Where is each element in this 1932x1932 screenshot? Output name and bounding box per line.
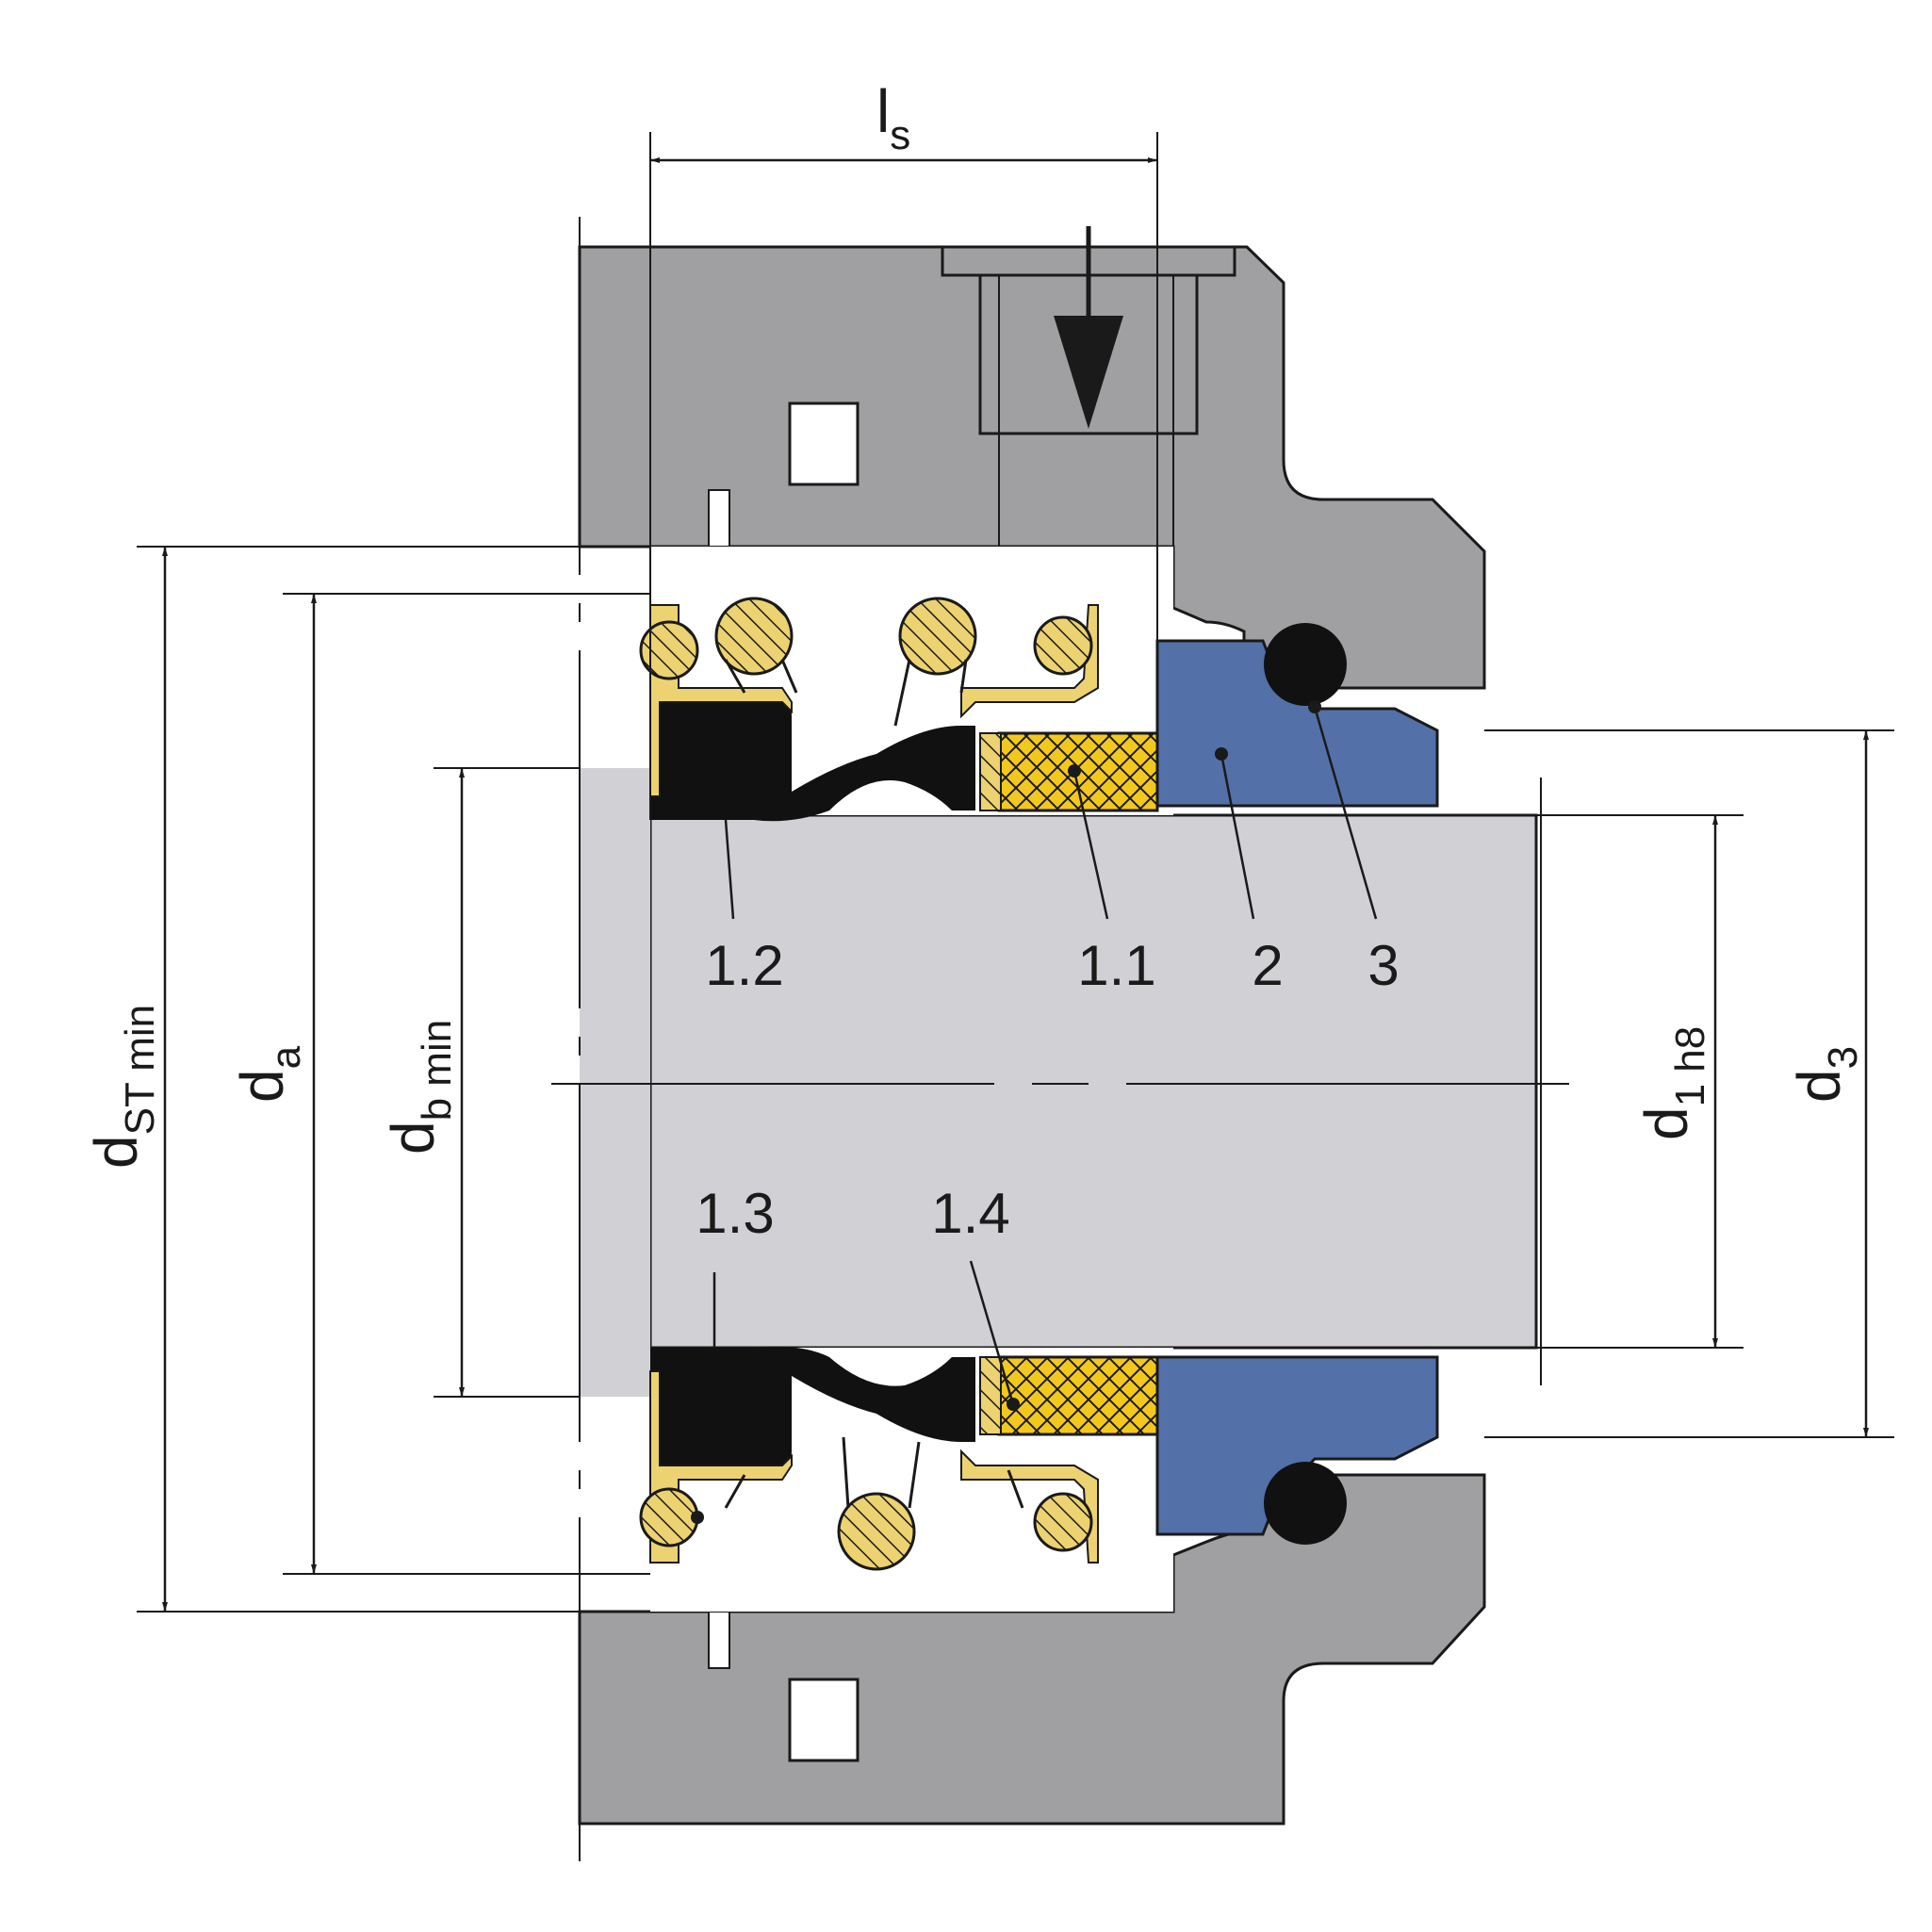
leader-lines (712, 706, 1378, 1405)
spring-coil (898, 597, 977, 676)
label-d-b-min: db min (379, 1020, 460, 1154)
case-1-4-bottom (960, 1449, 1099, 1564)
housing-groove-top (788, 401, 860, 486)
spring-coil (714, 597, 794, 676)
pin-arrow-head (1054, 316, 1123, 429)
label-1-1: 1.1 (1077, 934, 1155, 997)
seat-bottom (1155, 1355, 1439, 1536)
label-1-3: 1.3 (696, 1182, 774, 1245)
label-d-1-h8: d1 h8 (1632, 1026, 1713, 1140)
spring-coil (639, 620, 699, 680)
seat-oring-bottom (1264, 1462, 1347, 1545)
label-1-4: 1.4 (931, 1182, 1009, 1245)
spring-coil (1033, 1492, 1093, 1552)
label-d-a: da (228, 1045, 309, 1103)
label-3: 3 (1367, 934, 1399, 997)
label-1-2: 1.2 (705, 934, 783, 997)
shaft (580, 768, 1538, 1397)
elastomer-bellows-bottom (650, 1346, 975, 1468)
spring-coil (1033, 615, 1093, 676)
label-ls: ls (876, 77, 910, 158)
label-d-st-min: dST min (82, 1005, 163, 1169)
spring-coil (837, 1492, 916, 1571)
dimension-lines (162, 157, 1869, 1612)
elastomer-bellows-top (650, 699, 975, 822)
construction-lines (137, 132, 1894, 1861)
spring-coil (639, 1487, 699, 1547)
rotating-unit-bottom (639, 1346, 1159, 1571)
seal-face-1-1-bottom (997, 1355, 1159, 1436)
shaft-step-top (580, 768, 650, 815)
shaft-body (648, 813, 1538, 1350)
part-labels: 1.2 1.1 2 3 1.3 1.4 (696, 934, 1399, 1245)
housing (578, 226, 1486, 1826)
seat-oring-top (1264, 623, 1347, 706)
dimension-labels: ls dST min da db min d1 h8 d3 (82, 77, 1866, 1169)
shaft-step-bottom (580, 1348, 650, 1397)
housing-groove-bottom (788, 1678, 860, 1762)
housing-top (578, 245, 1486, 690)
label-d-3: d3 (1785, 1046, 1866, 1103)
housing-slot-bottom (708, 1611, 730, 1669)
label-2: 2 (1252, 934, 1283, 997)
housing-slot-top (708, 489, 730, 548)
leader-dots (691, 700, 1321, 1524)
seat-2 (1155, 623, 1439, 1545)
rotating-unit-top (639, 597, 1159, 822)
case-1-4-top (960, 604, 1099, 719)
